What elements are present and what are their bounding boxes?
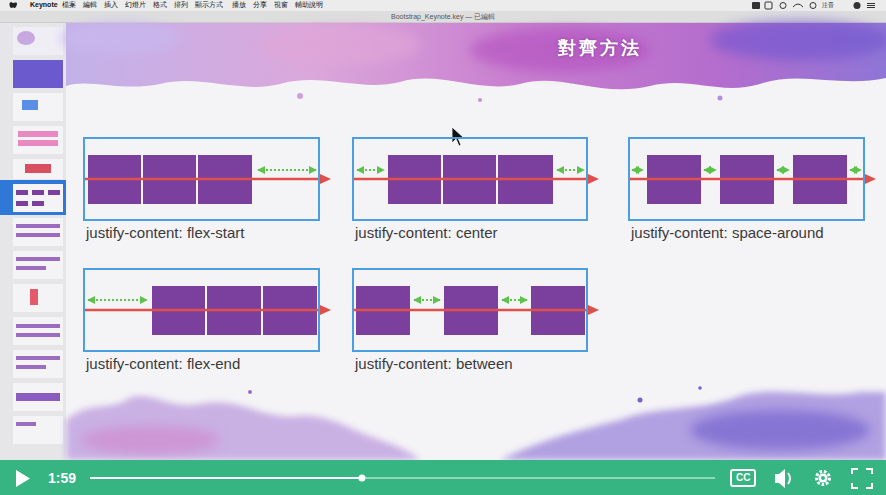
play-icon [16,470,30,487]
slide-thumbnails [13,27,63,444]
slide-title: 對齊方法 [558,36,642,60]
menu-item: 幻燈片 [125,1,146,9]
container-caption: justify-content: space-around [631,224,824,242]
menu-item: 視窗 [274,1,288,9]
slide-navigator [0,23,66,460]
menu-item: 顯示方式 [195,1,223,9]
container-caption: justify-content: flex-end [86,355,240,373]
menu-item: 播放 [232,1,246,9]
fullscreen-icon [852,469,872,488]
flex-container: justify-content: space-around [628,137,865,221]
flex-container: justify-content: between [352,268,588,352]
window-title: Bootstrap_Keynote.key — 已編輯 [391,13,495,21]
apple-logo [9,2,17,8]
app-menu: Keynote [30,1,58,9]
watercolor-bottom [66,386,886,460]
volume-icon [775,469,790,488]
video-time: 1:59 [48,470,76,487]
container-caption: justify-content: flex-start [86,224,244,242]
menu-item: 格式 [153,1,167,9]
menu-item: 輔助說明 [295,1,323,9]
container-caption: justify-content: between [355,355,513,373]
status-icons [752,2,875,9]
flex-container: justify-content: flex-end [83,268,320,352]
progress-track [90,477,715,479]
menu-item: 插入 [104,1,118,9]
settings-icon [817,472,830,485]
input-method: 注音 [822,2,834,9]
title-bar [0,11,886,23]
menu-item: 分享 [253,1,267,9]
menu-item: 編輯 [83,1,97,9]
captions-button: CC [730,469,756,487]
watercolor-top [60,20,886,102]
progress-knob [359,475,366,482]
menu-bar [0,0,886,11]
menu-item: 檔案 [62,1,76,9]
menu-item: 排列 [174,1,188,9]
flex-illustration [83,155,876,335]
selected-slide [0,180,66,215]
slide-canvas [66,23,886,460]
flex-container: justify-content: flex-start [83,137,320,221]
video-control-bar [0,460,886,495]
flex-container: justify-content: center [352,137,588,221]
progress-played [90,477,362,479]
container-caption: justify-content: center [355,224,498,242]
